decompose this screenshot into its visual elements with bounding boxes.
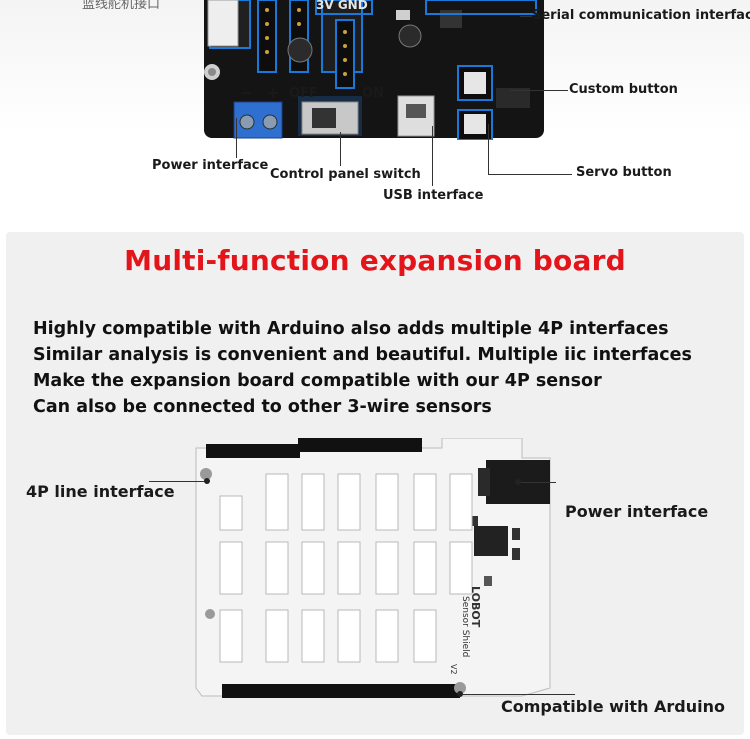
top-header-fragment: 蓝线舵机接口 [82, 0, 161, 12]
servo-button-label: Servo button [576, 165, 672, 180]
board-brand-label: LOBOT [469, 586, 482, 628]
power-callout-dot [515, 479, 521, 485]
line-4p-callout-dot [204, 478, 210, 484]
main-title: Multi-function expansion board [124, 244, 626, 277]
board-version-label: V2 [449, 664, 458, 675]
arduino-callout-dot [457, 691, 463, 697]
description-line-4: Can also be connected to other 3-wire se… [33, 397, 492, 417]
board-shield-label: Sensor Shield [460, 596, 470, 658]
board-off-label: OFF [289, 86, 318, 101]
description-line-3: Make the expansion board compatible with… [33, 371, 602, 391]
description-line-2: Similar analysis is convenient and beaut… [33, 345, 692, 365]
servo-callout-line-h [488, 174, 572, 175]
custom-button-label: Custom button [569, 82, 678, 97]
description-line-1: Highly compatible with Arduino also adds… [33, 319, 669, 339]
arduino-compatible-label: Compatible with Arduino [501, 697, 726, 716]
line-4p-callout-line [149, 481, 207, 482]
usb-callout-line [432, 126, 433, 186]
line-4p-interface-label: 4P line interface [26, 482, 175, 501]
power-callout-line-top [236, 118, 237, 158]
board-plus-label: + [267, 84, 280, 102]
switch-callout-line [340, 132, 341, 166]
power-interface-label-top: Power interface [152, 158, 269, 173]
board-3v-gnd-label: 3V GND [316, 0, 368, 12]
serial-callout-line [520, 16, 532, 17]
top-product-panel: 3V GND OFF ON − + 蓝线舵机接口 Serial communic… [0, 0, 750, 222]
usb-interface-label: USB interface [383, 188, 484, 203]
board-minus-label: − [240, 84, 253, 102]
arduino-callout-line [460, 694, 575, 695]
controller-board-image [204, 0, 544, 140]
sensor-shield-board-image [195, 438, 551, 698]
power-callout-line-bottom [518, 482, 556, 483]
control-switch-label: Control panel switch [270, 167, 421, 182]
custom-callout-line [510, 90, 568, 91]
power-interface-label-bottom: Power interface [565, 502, 709, 521]
board-on-label: ON [362, 86, 384, 101]
serial-interface-label: Serial communication interface [532, 8, 750, 23]
servo-callout-line-v [488, 124, 489, 174]
